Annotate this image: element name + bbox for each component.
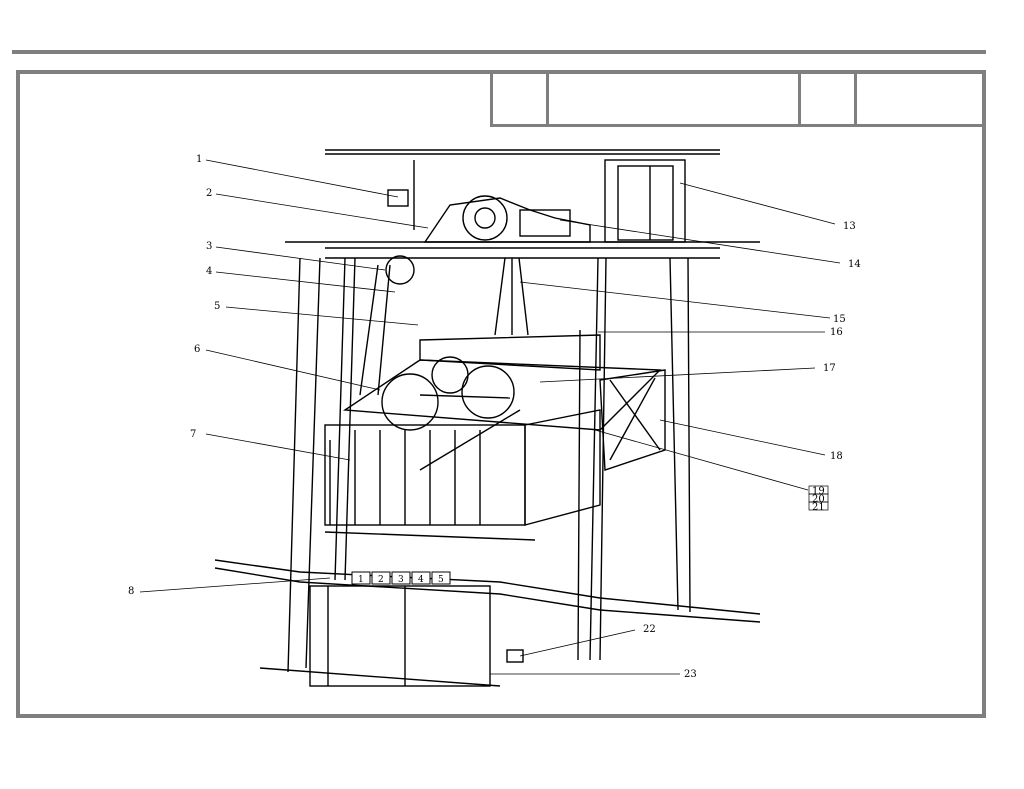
leader-lines <box>139 159 841 675</box>
callout-label-4: 4 <box>206 266 212 277</box>
floor-box-label: 2 <box>378 575 384 585</box>
floor-box-2: 2 <box>371 571 391 585</box>
callout-label-14: 14 <box>848 259 861 270</box>
title-cell-3 <box>798 70 801 124</box>
callout-label-8: 8 <box>128 586 134 597</box>
top-rule <box>12 50 986 54</box>
drawing-frame <box>16 70 986 718</box>
callout-label-23: 23 <box>684 669 697 680</box>
title-block <box>490 70 982 127</box>
title-cell-4 <box>854 70 857 124</box>
callout-label-15: 15 <box>833 314 846 325</box>
floor-box-4: 4 <box>411 571 431 585</box>
callout-label-13: 13 <box>843 221 856 232</box>
callout-label-3: 3 <box>206 241 212 252</box>
callout-label-16: 16 <box>830 327 843 338</box>
title-block-bottom <box>490 124 982 127</box>
floor-indicator: 1 2 3 4 5 <box>351 571 451 585</box>
floor-box-5: 5 <box>431 571 451 585</box>
callout-label-5: 5 <box>214 301 220 312</box>
floor-box-label: 4 <box>418 575 424 585</box>
floor-box-label: 5 <box>438 575 444 585</box>
callout-label-1: 1 <box>196 154 202 165</box>
callout-label-18: 18 <box>830 451 843 462</box>
callout-label-2: 2 <box>206 188 212 199</box>
callout-label-17: 17 <box>823 363 836 374</box>
callout-label-6: 6 <box>194 344 200 355</box>
title-cell-1 <box>490 70 493 124</box>
callout-label-7: 7 <box>190 429 196 440</box>
floor-box-1: 1 <box>351 571 371 585</box>
floor-box-label: 1 <box>358 575 364 585</box>
label-box-21 <box>808 501 829 511</box>
callout-label-21: 21 <box>812 502 825 513</box>
floor-box-3: 3 <box>391 571 411 585</box>
floor-box-label: 3 <box>398 575 404 585</box>
title-cell-2 <box>546 70 549 124</box>
elevator-structure <box>214 149 761 687</box>
callout-label-22: 22 <box>643 624 656 635</box>
callout-label-19: 19 <box>812 486 825 497</box>
callout-label-20: 20 <box>812 494 825 505</box>
